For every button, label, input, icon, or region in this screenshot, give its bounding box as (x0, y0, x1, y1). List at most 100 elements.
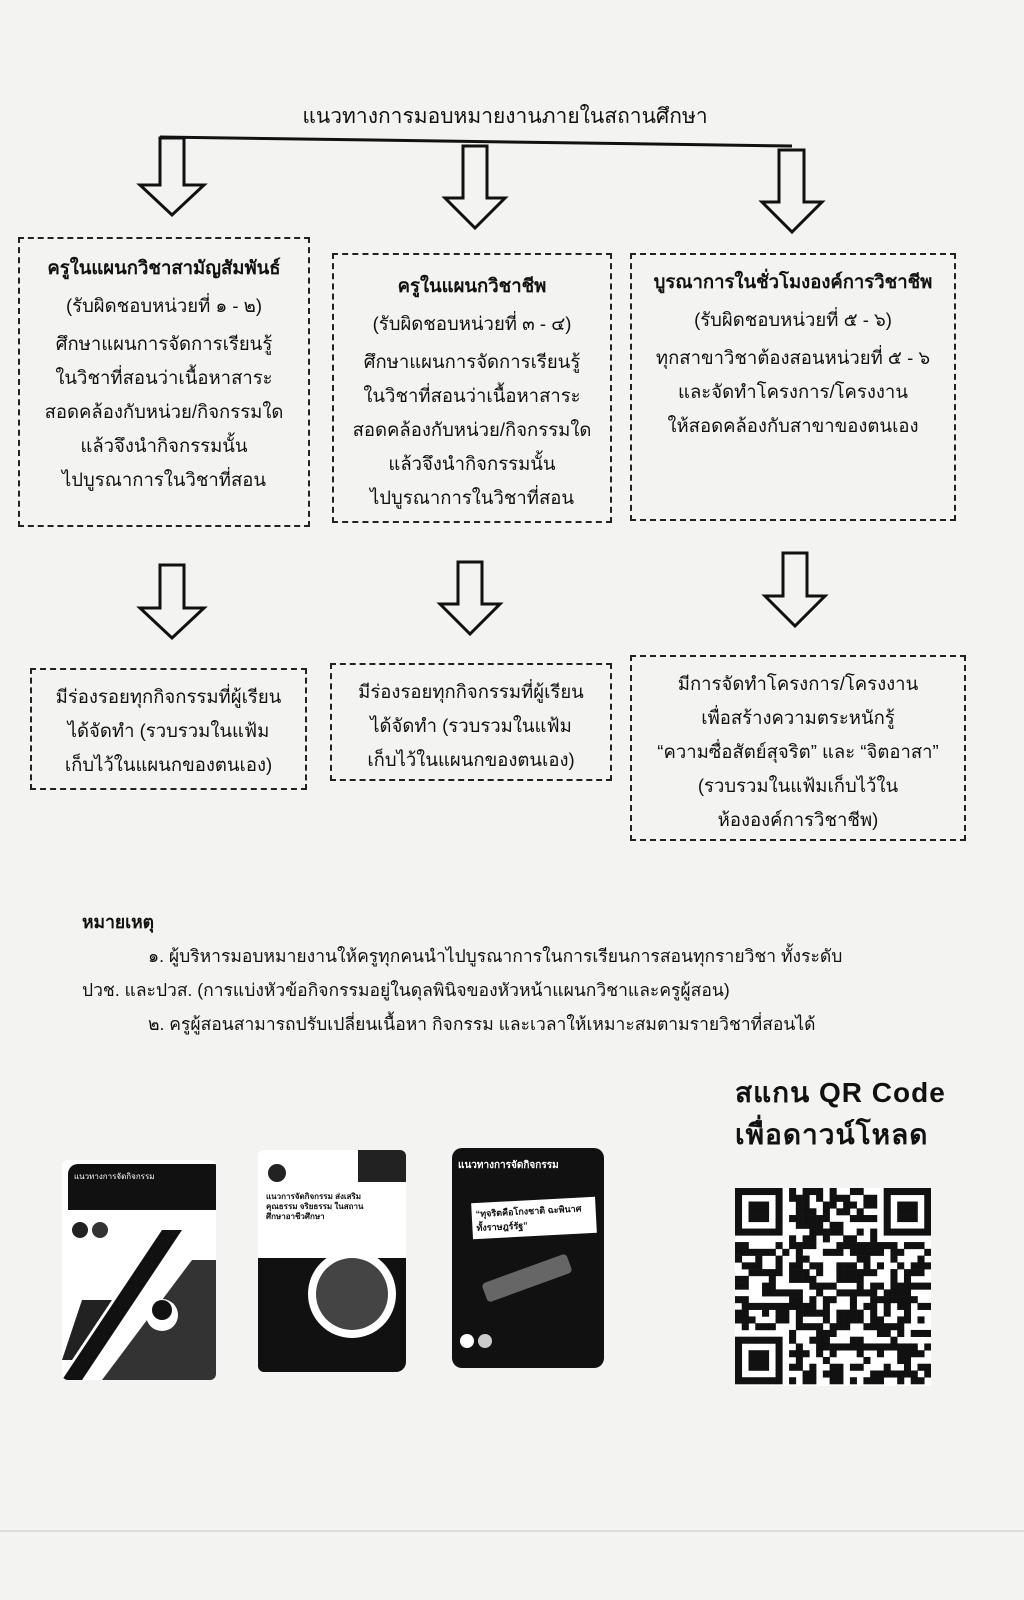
qr-module (735, 1215, 743, 1223)
qr-module (775, 1377, 783, 1385)
qr-module (903, 1363, 912, 1371)
qr-module (809, 1302, 817, 1310)
logo-icon (92, 1222, 108, 1238)
qr-module (843, 1275, 851, 1283)
qr-module (924, 1302, 931, 1310)
qr-module (897, 1201, 905, 1209)
qr-module (782, 1309, 790, 1317)
qr-module (849, 1215, 857, 1223)
book-cover-2: แนวการจัดกิจกรรม ส่งเสริมคุณธรรม จริยธรร… (258, 1150, 406, 1372)
qr-module (843, 1242, 851, 1250)
qr-code[interactable] (735, 1188, 931, 1386)
qr-module (849, 1248, 857, 1256)
qr-module (775, 1309, 783, 1317)
arrow-down-icon (441, 144, 509, 231)
qr-module (748, 1269, 756, 1277)
box-line: ในวิชาที่สอนว่าเนื้อหาสาระ (363, 385, 581, 406)
qr-module (829, 1194, 837, 1202)
qr-module (822, 1302, 830, 1310)
qr-caption-line-1: สแกน QR Code (735, 1077, 946, 1108)
qr-module (735, 1275, 743, 1283)
qr-module (890, 1343, 898, 1351)
qr-module (910, 1377, 918, 1385)
qr-module (890, 1282, 898, 1290)
qr-module (924, 1363, 931, 1371)
qr-module (890, 1336, 898, 1344)
qr-module (924, 1370, 931, 1378)
qr-module (883, 1363, 891, 1371)
qr-module (768, 1323, 776, 1331)
qr-module (917, 1282, 925, 1290)
qr-module (883, 1289, 891, 1297)
qr-module (910, 1208, 918, 1216)
qr-module (775, 1255, 783, 1263)
qr-module (795, 1302, 803, 1310)
qr-module (924, 1201, 931, 1209)
outcome-box-general: มีร่องรอยทุกกิจกรรมที่ผู้เรียน ได้จัดทำ … (30, 668, 307, 790)
qr-module (775, 1269, 783, 1277)
logo-icon (460, 1334, 474, 1348)
qr-module (768, 1282, 776, 1290)
qr-module (809, 1309, 817, 1317)
qr-module (883, 1221, 891, 1229)
qr-module (870, 1242, 878, 1250)
qr-module (782, 1248, 790, 1256)
qr-module (809, 1296, 817, 1304)
qr-module (924, 1215, 931, 1223)
logo-icon (478, 1334, 492, 1348)
qr-module (903, 1356, 912, 1365)
qr-module (762, 1356, 770, 1365)
qr-module (863, 1255, 871, 1263)
qr-module (883, 1194, 891, 1202)
outcome-line: มีการจัดทำโครงการ/โครงงาน (677, 673, 919, 694)
qr-module (890, 1275, 898, 1283)
qr-module (863, 1343, 871, 1351)
qr-module (917, 1363, 925, 1371)
qr-module (876, 1248, 884, 1256)
qr-module (735, 1309, 743, 1317)
qr-module (856, 1316, 864, 1324)
qr-module (876, 1296, 884, 1304)
qr-module (809, 1363, 817, 1371)
qr-module (917, 1242, 925, 1250)
qr-module (903, 1316, 912, 1324)
qr-module (910, 1350, 918, 1358)
cover-circle-photo (316, 1258, 388, 1330)
qr-module (863, 1201, 871, 1209)
qr-module (836, 1275, 844, 1283)
qr-module (870, 1194, 878, 1202)
qr-module (903, 1208, 912, 1216)
qr-module (762, 1289, 770, 1297)
qr-module (809, 1188, 817, 1196)
box-responsibility: (รับผิดชอบหน่วยที่ ๑ - ๒) (65, 295, 263, 316)
qr-module (748, 1377, 756, 1385)
qr-module (863, 1323, 871, 1331)
qr-caption: สแกน QR Code เพื่อดาวน์โหลด (735, 1072, 946, 1156)
qr-module (795, 1208, 803, 1216)
qr-module (741, 1336, 749, 1344)
qr-module (775, 1316, 783, 1324)
qr-module (870, 1370, 878, 1378)
qr-module (870, 1215, 878, 1223)
qr-module (903, 1350, 912, 1358)
qr-module (836, 1323, 844, 1331)
qr-module (802, 1309, 810, 1317)
qr-module (897, 1316, 905, 1324)
qr-module (836, 1242, 844, 1250)
box-line: สอดคล้องกับหน่วย/กิจกรรมใด (44, 401, 284, 422)
qr-module (748, 1316, 756, 1324)
qr-module (897, 1208, 905, 1216)
flow-connectors (136, 135, 829, 641)
qr-module (903, 1215, 912, 1223)
qr-module (849, 1343, 857, 1351)
page-edge (0, 1530, 1024, 1532)
qr-module (876, 1343, 884, 1351)
qr-module (755, 1377, 763, 1385)
qr-module (822, 1282, 830, 1290)
qr-module (883, 1242, 891, 1250)
qr-module (890, 1228, 898, 1236)
qr-module (768, 1248, 776, 1256)
qr-module (809, 1215, 817, 1223)
qr-module (897, 1329, 905, 1337)
qr-module (910, 1188, 918, 1196)
